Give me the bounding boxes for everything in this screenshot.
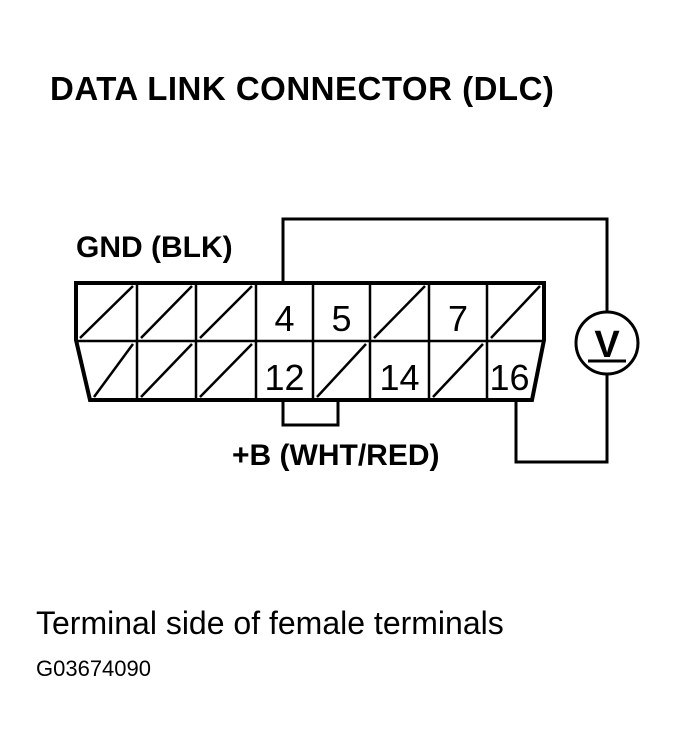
pin-16-label: 16 [489, 357, 529, 398]
unused-pin-hatch [140, 285, 193, 339]
voltmeter-symbol: V [594, 324, 620, 366]
unused-pin-hatch [199, 285, 253, 339]
pin-14-label: 14 [379, 357, 419, 398]
wire-gnd-to-meter [281, 217, 609, 312]
pin-12-label: 12 [264, 357, 304, 398]
figure-code: G03674090 [36, 656, 151, 681]
pin-5-label: 5 [331, 298, 351, 339]
caption: Terminal side of female terminals [36, 605, 504, 641]
unused-pin-hatch [199, 343, 253, 398]
unused-pin-hatch [490, 285, 541, 339]
diagram-title: DATA LINK CONNECTOR (DLC) [50, 70, 555, 107]
unused-pin-hatch [140, 343, 193, 398]
voltmeter-icon: V [574, 310, 640, 376]
pin-4-label: 4 [274, 298, 294, 339]
unused-pin-hatch [79, 285, 134, 339]
unused-pin-hatch [316, 343, 367, 398]
battery-positive-label: +B (WHT/RED) [232, 439, 440, 472]
unused-pin-hatch [432, 343, 484, 398]
battery-terminal-tab [281, 400, 340, 427]
wire-meter-to-pin16 [514, 374, 609, 464]
unused-pin-hatch [373, 285, 426, 339]
pin-7-label: 7 [448, 298, 468, 339]
gnd-label: GND (BLK) [76, 231, 233, 264]
unused-pin-hatch [92, 343, 135, 398]
